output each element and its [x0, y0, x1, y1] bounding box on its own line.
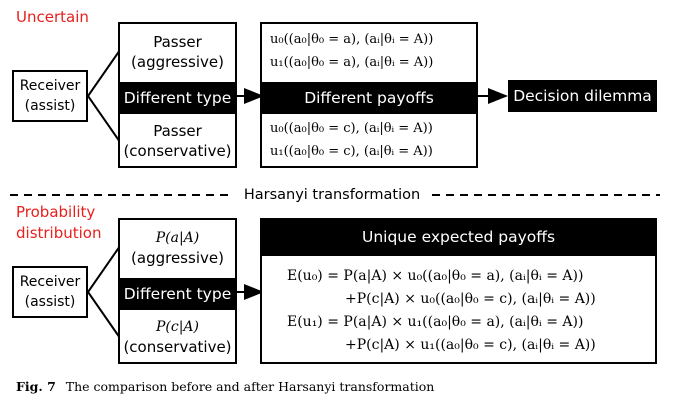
receiver-box-bottom: Receiver (assist) — [12, 266, 88, 318]
figure-caption: Fig. 7 The comparison before and after H… — [16, 379, 434, 394]
payoff-u1-a: u₁((a₀|θ₀ = a), (aᵢ|θᵢ = A)) — [270, 55, 434, 70]
payoff-u0-c: u₀((a₀|θ₀ = c), (aᵢ|θᵢ = A)) — [270, 121, 433, 136]
passer-aggressive: Passer (aggressive) — [120, 26, 235, 78]
decision-dilemma-box: Decision dilemma — [508, 80, 657, 112]
passer-type-conservative: (conservative) — [123, 142, 232, 160]
prob-type-conservative: (conservative) — [123, 338, 232, 356]
receiver-box-top: Receiver (assist) — [12, 70, 88, 122]
passer-types-box-top: Passer (aggressive) Different type Passe… — [118, 22, 237, 168]
prob-aggressive: P(a|A) (aggressive) — [120, 222, 235, 274]
unique-expected-payoffs-bar: Unique expected payoffs — [260, 218, 657, 256]
equation-eu0-line2: +P(c|A) × u₀((a₀|θ₀ = c), (aᵢ|θᵢ = A)) — [345, 291, 596, 307]
receiver-label: Receiver — [19, 274, 81, 290]
probability-tag-line2: distribution — [16, 224, 102, 242]
prob-type-aggressive: (aggressive) — [131, 249, 224, 267]
prob-a-given-a: P(a|A) — [155, 230, 200, 246]
equation-eu1-line1: E(u₁) = P(a|A) × u₁((a₀|θ₀ = a), (aᵢ|θᵢ … — [287, 314, 584, 330]
receiver-fan-bottom — [86, 245, 121, 339]
receiver-role: (assist) — [24, 98, 76, 114]
figure-caption-text: The comparison before and after Harsanyi… — [65, 379, 435, 394]
expected-payoffs-box: Unique expected payoffs E(u₀) = P(a|A) ×… — [260, 218, 657, 364]
payoffs-box-top: u₀((a₀|θ₀ = a), (aᵢ|θᵢ = A)) u₁((a₀|θ₀ =… — [260, 22, 478, 168]
passer-label: Passer — [153, 122, 202, 140]
probability-tag-line1: Probability — [16, 203, 96, 221]
different-type-bar-bottom: Different type — [118, 278, 237, 310]
passer-label: Passer — [153, 33, 202, 51]
payoff-u0-a: u₀((a₀|θ₀ = a), (aᵢ|θᵢ = A)) — [270, 32, 434, 47]
different-payoffs-bar: Different payoffs — [260, 82, 478, 114]
passer-type-aggressive: (aggressive) — [131, 53, 224, 71]
harsanyi-divider-label: Harsanyi transformation — [232, 185, 432, 205]
equation-eu0-line1: E(u₀) = P(a|A) × u₀((a₀|θ₀ = a), (aᵢ|θᵢ … — [287, 268, 584, 284]
receiver-role: (assist) — [24, 294, 76, 310]
payoff-u1-c: u₁((a₀|θ₀ = c), (aᵢ|θᵢ = A)) — [270, 144, 433, 159]
different-type-bar-top: Different type — [118, 82, 237, 114]
receiver-fan-top — [86, 49, 121, 143]
equation-eu1-line2: +P(c|A) × u₁((a₀|θ₀ = c), (aᵢ|θᵢ = A)) — [345, 337, 596, 353]
figure-label: Fig. 7 — [16, 379, 56, 394]
receiver-label: Receiver — [19, 78, 81, 94]
passer-conservative: Passer (conservative) — [120, 116, 235, 166]
prob-c-given-a: P(c|A) — [155, 319, 199, 335]
uncertain-tag: Uncertain — [16, 8, 89, 26]
prob-conservative: P(c|A) (conservative) — [120, 312, 235, 362]
probability-types-box: P(a|A) (aggressive) Different type P(c|A… — [118, 218, 237, 364]
